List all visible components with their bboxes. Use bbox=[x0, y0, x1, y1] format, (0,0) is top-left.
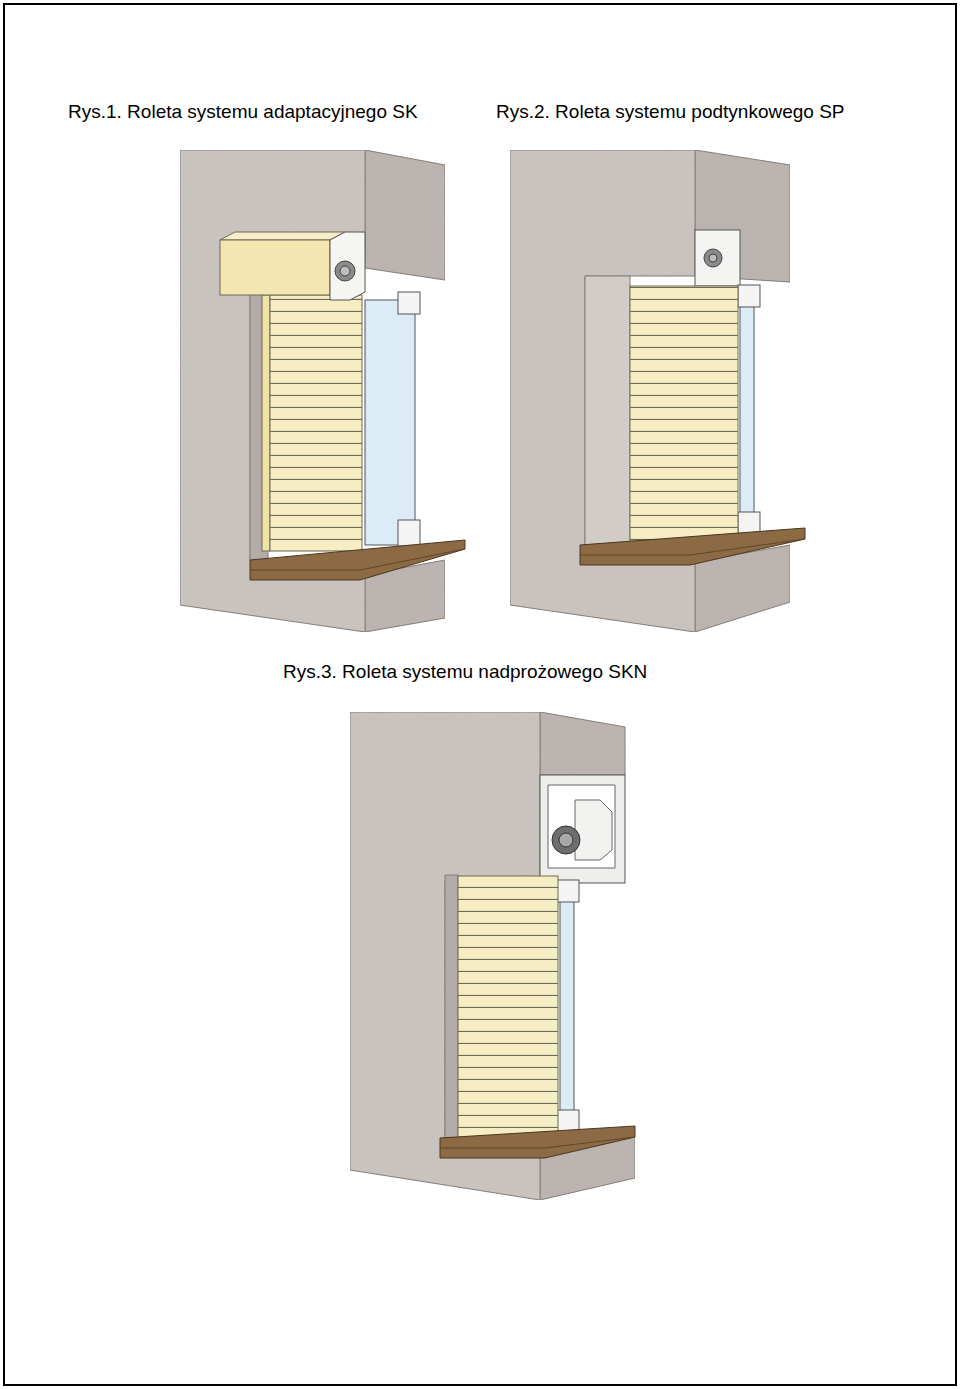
page-frame bbox=[4, 4, 956, 1385]
figure-caption: Rys.2. Roleta systemu podtynkowego SP bbox=[496, 101, 845, 124]
figure-sk bbox=[180, 150, 465, 632]
figure-sp bbox=[510, 150, 805, 632]
figure-skn bbox=[350, 712, 635, 1200]
figure-caption: Rys.1. Roleta systemu adaptacyjnego SK bbox=[68, 101, 418, 124]
figure-caption: Rys.3. Roleta systemu nadprożowego SKN bbox=[283, 661, 647, 684]
